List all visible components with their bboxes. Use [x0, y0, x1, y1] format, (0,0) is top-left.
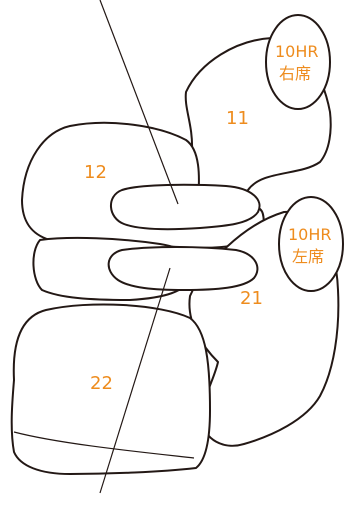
- upper-armrest: [110, 183, 261, 231]
- label-12: 12: [84, 162, 107, 183]
- label-11: 11: [226, 108, 249, 129]
- lower-cushion-22: [10, 303, 211, 475]
- headrest-left-seat: 左席: [292, 247, 324, 266]
- headrest-right-seat: 右席: [279, 64, 311, 83]
- lower-armrest: [107, 246, 259, 291]
- leader-line-top: [99, 0, 179, 205]
- headrest-left: [278, 196, 344, 292]
- headrest-right: [265, 14, 331, 110]
- headrest-right-code: 10HR: [275, 42, 319, 61]
- leader-line-bottom: [99, 267, 171, 494]
- label-21: 21: [240, 288, 263, 309]
- headrest-left-code: 10HR: [288, 225, 332, 244]
- lower-cushion-seam: [13, 431, 195, 459]
- label-22: 22: [90, 373, 113, 394]
